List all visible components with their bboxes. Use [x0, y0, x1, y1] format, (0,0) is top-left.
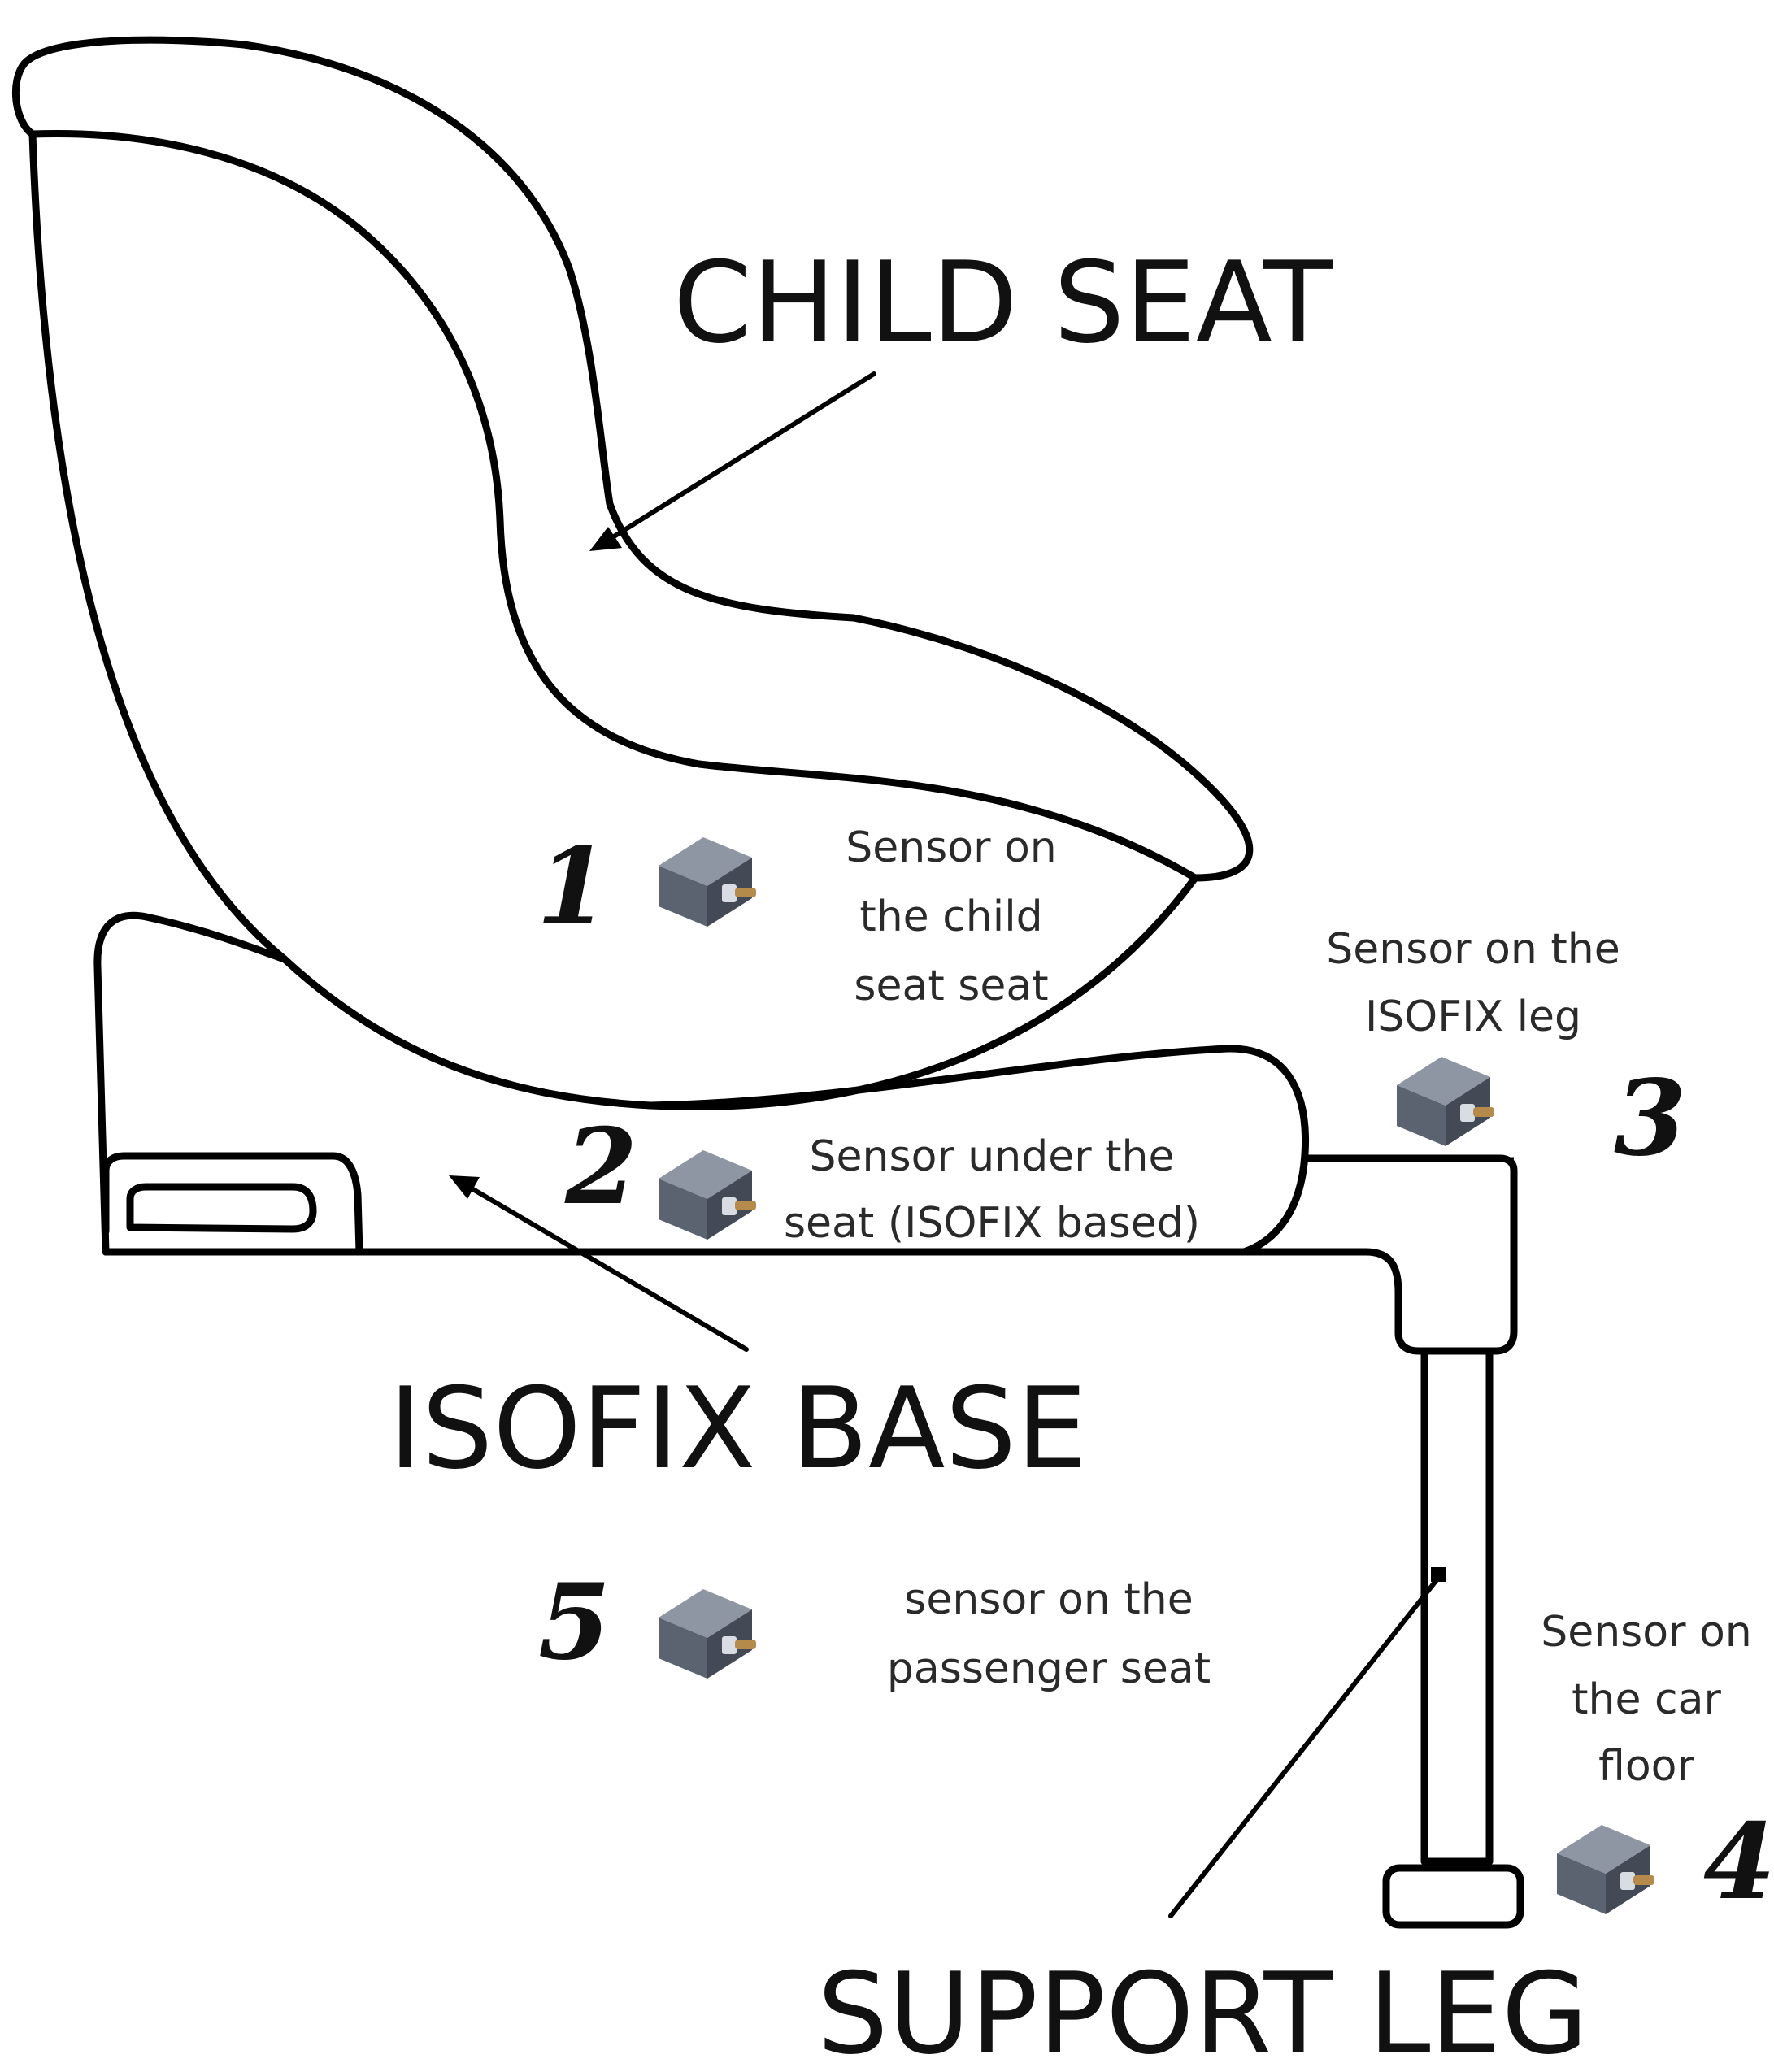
- svg-text:Sensor on: Sensor on: [846, 823, 1057, 872]
- support-leg-arrow: [1168, 1567, 1446, 1918]
- sensor-3-icon: [1397, 1057, 1494, 1146]
- sensor-2-icon: [659, 1150, 756, 1240]
- svg-text:seat (ISOFIX based): seat (ISOFIX based): [784, 1199, 1200, 1248]
- isofix-base-arrow: [449, 1175, 749, 1352]
- support-leg-label: SUPPORT LEG: [817, 1948, 1589, 2072]
- isofix-base-outline: [93, 911, 1518, 1355]
- sensor-2-number: 2: [564, 1106, 637, 1228]
- sensor-1-icon: [659, 837, 756, 927]
- svg-text:Sensor on: Sensor on: [1541, 1608, 1752, 1657]
- sensor-5-icon: [659, 1589, 756, 1679]
- sensor-1-description: Sensor on the child seat seat: [846, 823, 1057, 1010]
- svg-text:the child: the child: [859, 893, 1042, 941]
- sensor-4-description: Sensor on the car floor: [1541, 1608, 1752, 1791]
- child-seat-outline: [11, 36, 1254, 1110]
- sensor-2-description: Sensor under the seat (ISOFIX based): [784, 1132, 1200, 1248]
- svg-text:seat seat: seat seat: [854, 962, 1048, 1010]
- svg-text:passenger seat: passenger seat: [887, 1644, 1211, 1693]
- sensor-4-number: 4: [1703, 1801, 1774, 1923]
- sensor-4-icon: [1557, 1825, 1654, 1914]
- sensor-5-description: sensor on the passenger seat: [887, 1575, 1211, 1693]
- svg-text:ISOFIX leg: ISOFIX leg: [1365, 993, 1581, 1041]
- child-seat-arrow: [589, 371, 876, 551]
- child-seat-label: CHILD SEAT: [673, 237, 1333, 368]
- sensor-5-number: 5: [538, 1562, 611, 1683]
- sensor-3-description: Sensor on the ISOFIX leg: [1326, 925, 1620, 1041]
- svg-text:the car: the car: [1572, 1675, 1721, 1724]
- sensor-1-number: 1: [537, 826, 609, 948]
- svg-text:sensor on the: sensor on the: [904, 1575, 1194, 1624]
- svg-text:Sensor under the: Sensor under the: [810, 1132, 1175, 1181]
- isofix-base-label: ISOFIX BASE: [389, 1363, 1087, 1494]
- svg-text:Sensor on the: Sensor on the: [1326, 925, 1620, 974]
- support-leg-outline: [1382, 1347, 1524, 1929]
- sensor-3-number: 3: [1614, 1058, 1686, 1179]
- svg-text:floor: floor: [1598, 1742, 1694, 1791]
